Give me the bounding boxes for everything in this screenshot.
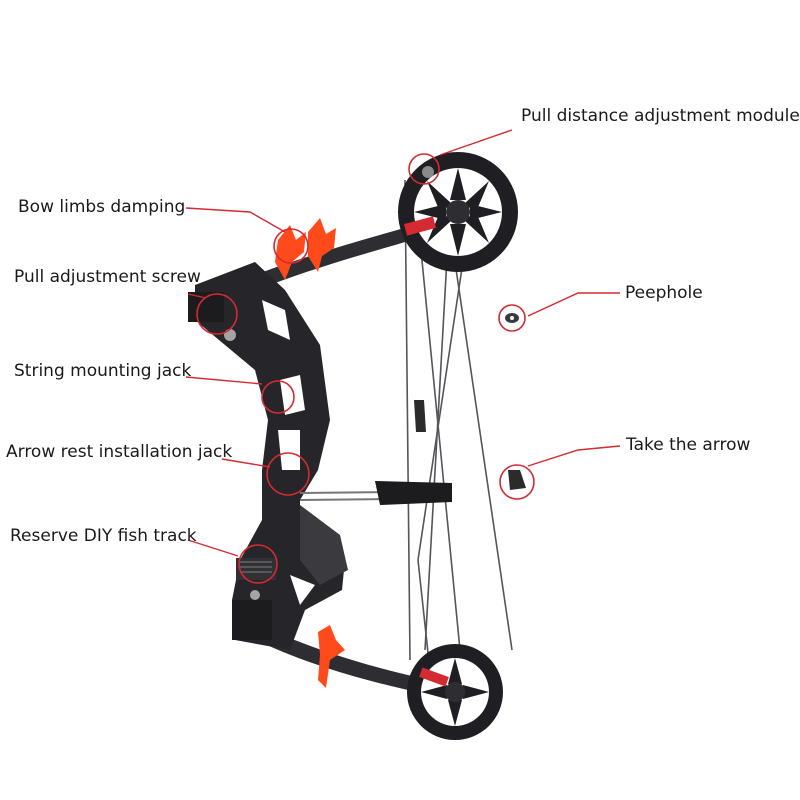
circle-arrow-rest <box>266 452 310 496</box>
riser-cutouts <box>262 300 315 605</box>
leader-peephole <box>527 292 620 317</box>
circle-peephole <box>498 304 526 332</box>
label-pull-distance-adjustment-module: Pull distance adjustment module <box>521 106 800 126</box>
bottom-cam <box>407 644 503 740</box>
label-arrow-rest-installation-jack: Arrow rest installation jack <box>6 442 233 462</box>
arrow-nock <box>508 470 526 490</box>
limb-dampers <box>275 218 345 688</box>
bow-strings <box>404 159 513 691</box>
leader-pull-distance <box>439 129 513 156</box>
fish-track-block <box>236 558 276 580</box>
leader-fish-track <box>187 539 239 557</box>
label-take-the-arrow: Take the arrow <box>626 435 751 455</box>
leader-lines <box>185 129 621 557</box>
label-peephole: Peephole <box>625 283 703 303</box>
arrow-rest-bar <box>299 481 452 505</box>
leader-bow-limbs-damping <box>185 207 286 233</box>
label-bow-limbs-damping: Bow limbs damping <box>18 197 186 217</box>
label-reserve-diy-fish-track: Reserve DIY fish track <box>10 526 197 546</box>
circle-pull-distance <box>408 153 440 185</box>
circle-string-mounting-jack <box>261 380 295 414</box>
peephole <box>505 313 519 323</box>
callout-circles <box>196 153 535 584</box>
label-string-mounting-jack: String mounting jack <box>14 361 192 381</box>
label-pull-adjustment-screw: Pull adjustment screw <box>14 267 201 287</box>
leader-string-mounting-jack <box>185 376 263 385</box>
circle-fish-track <box>238 544 278 584</box>
leader-take-the-arrow <box>527 445 621 467</box>
grip <box>300 505 348 585</box>
circle-bow-limbs-damping <box>273 228 309 264</box>
string-silencer <box>414 400 426 432</box>
circle-pull-adjustment-screw <box>196 293 238 335</box>
leader-pull-adjustment-screw <box>187 293 207 299</box>
top-cam <box>398 152 518 272</box>
bow-illustration <box>188 152 526 740</box>
leader-arrow-rest <box>221 458 271 468</box>
circle-take-the-arrow <box>499 464 535 500</box>
